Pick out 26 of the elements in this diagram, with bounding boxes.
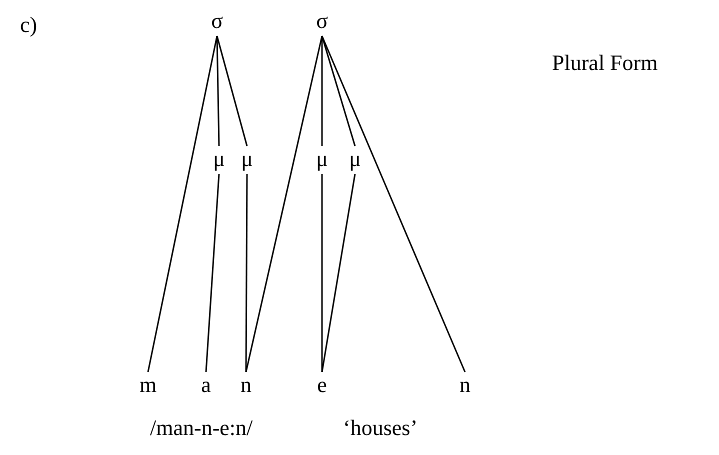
association-line bbox=[245, 36, 323, 372]
gloss: ‘houses’ bbox=[343, 415, 418, 441]
tree-node-symbol: σ bbox=[310, 10, 334, 32]
association-line bbox=[216, 36, 248, 146]
tree-node-symbol: n bbox=[234, 374, 258, 396]
tree-node-symbol: μ bbox=[207, 148, 231, 170]
association-line bbox=[147, 36, 218, 372]
tree-node-symbol: a bbox=[194, 374, 218, 396]
tree-node-symbol: μ bbox=[343, 148, 367, 170]
association-line bbox=[321, 36, 323, 146]
tree-node-symbol: m bbox=[136, 374, 160, 396]
tree-node-symbol: μ bbox=[235, 148, 259, 170]
tree-node-symbol: e bbox=[310, 374, 334, 396]
association-line bbox=[321, 174, 356, 372]
association-line bbox=[321, 174, 323, 372]
association-line bbox=[321, 36, 466, 372]
transcription: /man-n-e:n/ bbox=[150, 415, 253, 441]
tree-node-symbol: n bbox=[453, 374, 477, 396]
panel-label: c) bbox=[20, 12, 38, 38]
tree-node-symbol: σ bbox=[205, 10, 229, 32]
association-line bbox=[245, 174, 248, 372]
tree-node-symbol: μ bbox=[310, 148, 334, 170]
association-line bbox=[216, 36, 220, 146]
form-caption: Plural Form bbox=[552, 50, 658, 76]
association-line bbox=[205, 174, 220, 372]
association-line bbox=[321, 36, 356, 146]
